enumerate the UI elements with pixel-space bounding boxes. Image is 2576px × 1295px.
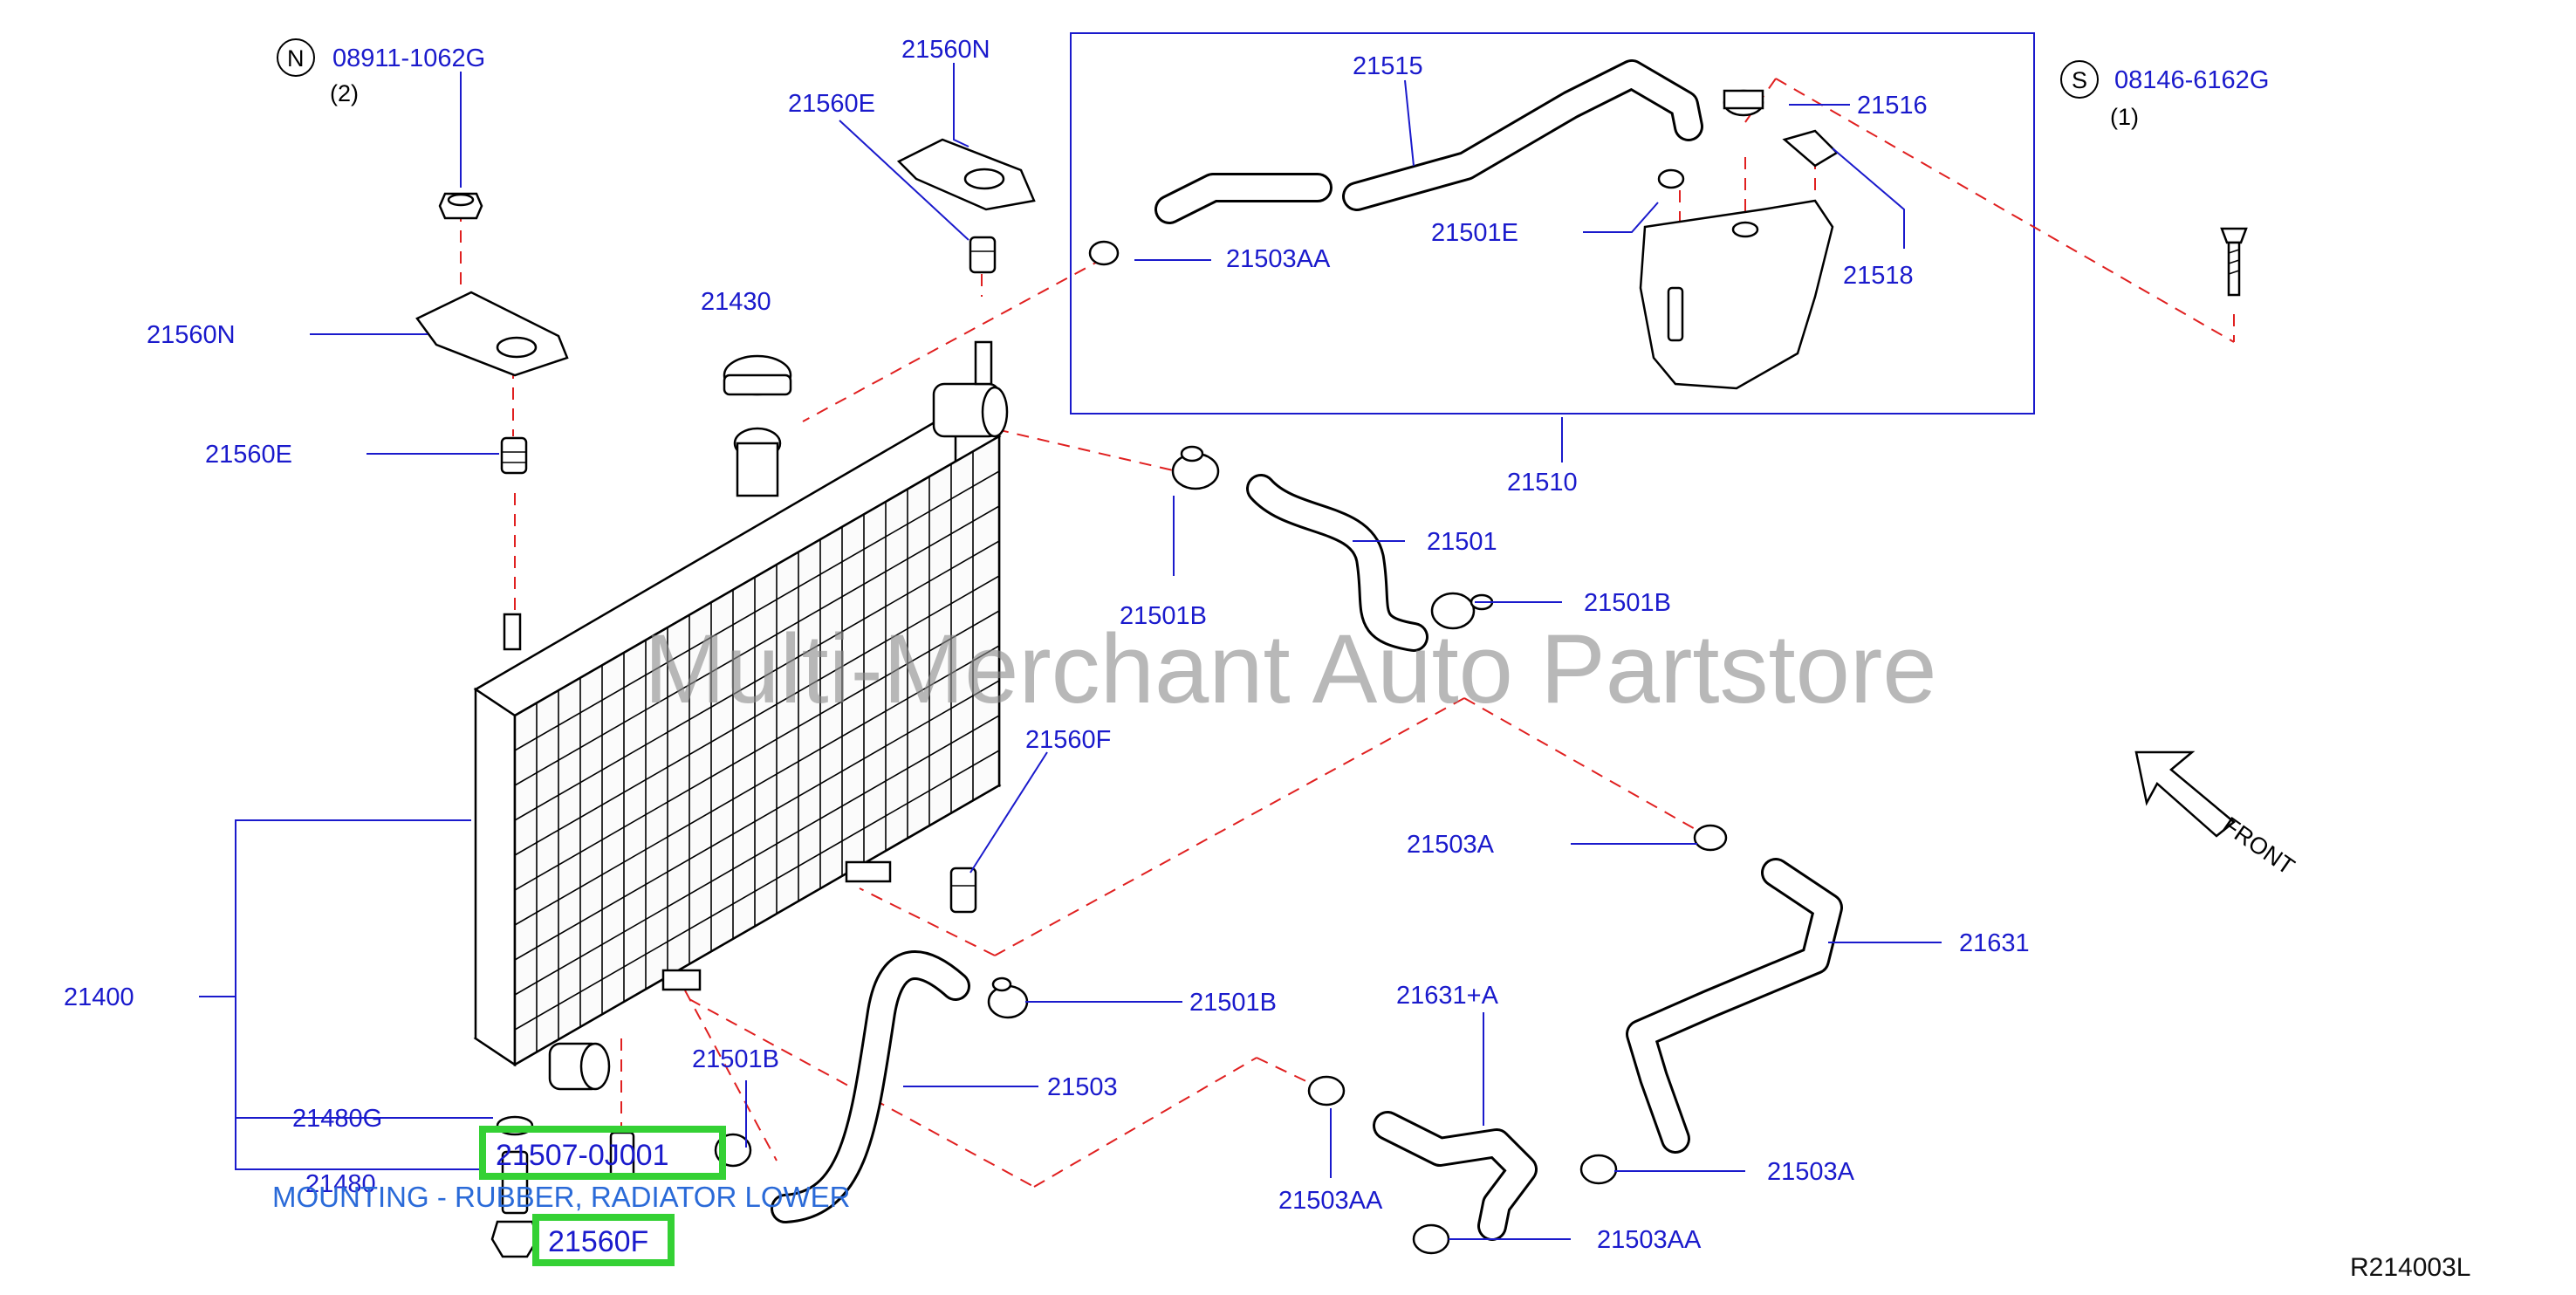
label-21631: 21631 — [1959, 929, 2030, 957]
reservoir-tank — [1639, 89, 1840, 390]
label-21501b-c: 21501B — [1189, 989, 1277, 1017]
watermark: Multi-Merchant Auto Partstore — [644, 614, 1936, 723]
label-21515: 21515 — [1353, 52, 1423, 80]
hose-21503-lower — [771, 950, 970, 1223]
label-21510: 21510 — [1507, 469, 1578, 497]
symbol-n: N — [277, 38, 315, 77]
label-21501e: 21501E — [1431, 219, 1518, 247]
label-21480: 21480 — [305, 1170, 376, 1198]
label-21501b-a: 21501B — [1120, 602, 1207, 630]
diagram-reference-code: R214003L — [2350, 1253, 2470, 1282]
label-21560n-left: 21560N — [147, 321, 236, 349]
highlight-description: MOUNTING - RUBBER, RADIATOR LOWER — [272, 1181, 850, 1213]
svg-text:N: N — [287, 45, 305, 72]
label-21503a-bot: 21503A — [1767, 1158, 1855, 1186]
radiator-cap-21430 — [723, 354, 792, 396]
label-21560e-top: 21560E — [788, 90, 875, 118]
label-21503aa-bot: 21503AA — [1597, 1226, 1702, 1254]
label-21560e-left: 21560E — [205, 441, 292, 469]
label-21501b-b: 21501B — [1584, 589, 1671, 617]
label-21518: 21518 — [1843, 262, 1914, 290]
mount-21560f-right — [949, 867, 977, 914]
nut-08911-1062g — [438, 192, 483, 220]
hose-21501-upper — [1246, 474, 1428, 652]
screw-08146-6162g — [2220, 227, 2248, 297]
leader-lines — [199, 63, 1942, 1240]
label-21503aa-mid: 21503AA — [1278, 1187, 1383, 1215]
highlight-label-21560f: 21560F — [548, 1225, 648, 1258]
label-21480g: 21480G — [292, 1105, 382, 1133]
front-arrow-icon — [2134, 750, 2236, 838]
label-21400: 21400 — [64, 983, 134, 1011]
bracket-21560n-top — [896, 138, 1036, 211]
hose-21631 — [1626, 858, 1843, 1154]
hose-21515 — [1154, 59, 1703, 224]
part-labels: 08911-1062G (2) 08146-6162G (1) 21560N 2… — [64, 36, 2470, 1282]
qty-08146: (1) — [2110, 104, 2139, 130]
label-21503: 21503 — [1047, 1073, 1118, 1101]
label-21503aa-top: 21503AA — [1226, 245, 1331, 273]
label-21560n-top: 21560N — [901, 36, 990, 64]
label-08911-1062g: 08911-1062G — [332, 45, 485, 72]
label-21631a: 21631+A — [1396, 982, 1499, 1010]
highlighted-part-21560f[interactable]: 21560F — [532, 1214, 675, 1266]
label-21501: 21501 — [1427, 528, 1497, 556]
label-21430: 21430 — [701, 288, 771, 316]
svg-text:S: S — [2072, 67, 2087, 93]
symbol-s: S — [2060, 60, 2099, 99]
qty-08911: (2) — [330, 80, 359, 106]
label-21503a-top: 21503A — [1407, 831, 1495, 859]
label-08146-6162g: 08146-6162G — [2114, 66, 2269, 94]
radiator-21400 — [473, 340, 1009, 1091]
bracket-21560n-left — [415, 291, 569, 377]
highlighted-part-21507[interactable]: 21507-0J001 — [479, 1126, 726, 1180]
mount-21560e-left — [500, 436, 528, 475]
hose-21631a — [1373, 1111, 1538, 1241]
reservoir-group-box — [1070, 32, 2035, 415]
front-label: FRONT — [2218, 812, 2299, 880]
mount-21560e-top — [969, 236, 997, 274]
label-21560f-right: 21560F — [1025, 726, 1111, 754]
label-21516: 21516 — [1857, 92, 1928, 120]
highlight-label-21507-0j001: 21507-0J001 — [496, 1139, 669, 1172]
label-21501b-d: 21501B — [692, 1045, 779, 1073]
